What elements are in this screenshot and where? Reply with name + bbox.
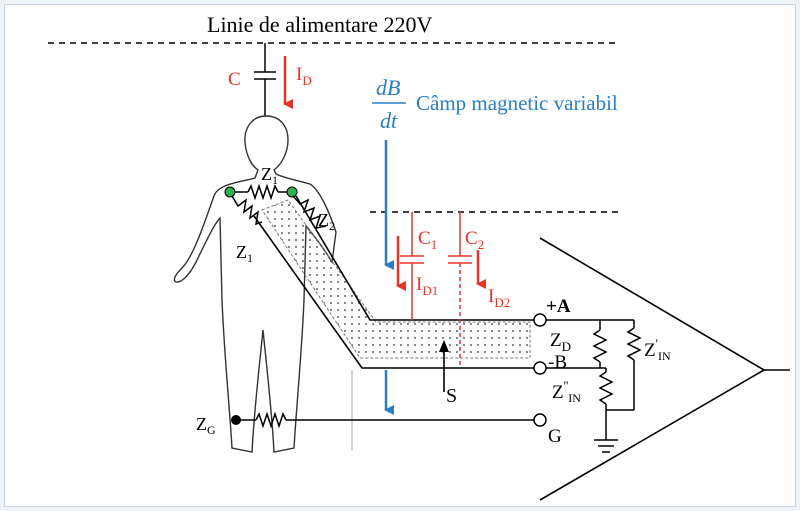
- label-s: S: [446, 385, 457, 407]
- electrode-right: [286, 186, 298, 198]
- label-z1-left: Z1: [236, 242, 253, 265]
- label-c: C: [228, 69, 241, 90]
- electrode-ground: [231, 415, 241, 425]
- field-label: Câmp magnetic variabil: [416, 91, 618, 115]
- label-zin2: Z''IN: [552, 378, 581, 405]
- label-minus-b: -B: [548, 352, 567, 373]
- label-zg: ZG: [196, 414, 216, 437]
- label-id-main: ID: [296, 64, 312, 88]
- label-z2: Z2: [318, 210, 335, 233]
- power-line-label: Linie de alimentare 220V: [207, 12, 433, 37]
- label-z1-top: Z1: [261, 164, 278, 187]
- lead-wire-a: [295, 195, 540, 321]
- label-c2: C2: [465, 228, 484, 252]
- amplifier-triangle: [539, 237, 766, 501]
- internal-wiring: [546, 319, 642, 453]
- label-id1: ID1: [416, 274, 438, 298]
- db-label: dB: [376, 75, 400, 100]
- label-zin1: Z'IN: [644, 336, 671, 363]
- electrode-left: [224, 186, 236, 198]
- label-id2: ID2: [488, 286, 510, 310]
- capacitor-c1: [400, 212, 424, 320]
- label-zd: ZD: [550, 330, 571, 354]
- capacitor-c2: [448, 212, 472, 368]
- resistor-z1-top: [230, 183, 292, 201]
- area-s-arrowhead: [439, 340, 449, 352]
- loop-area-s: [261, 199, 531, 359]
- lead-wire-b: [253, 215, 540, 369]
- label-plus-a: +A: [546, 296, 571, 317]
- coupling-capacitor-c: [254, 43, 276, 116]
- label-g: G: [548, 426, 562, 447]
- resistor-zg: [236, 411, 534, 429]
- resistor-z2: [292, 195, 327, 229]
- node-b: [533, 361, 547, 375]
- node-a: [533, 313, 547, 327]
- node-g: [533, 413, 547, 427]
- label-c1: C1: [418, 228, 437, 252]
- dt-label: dt: [380, 108, 398, 133]
